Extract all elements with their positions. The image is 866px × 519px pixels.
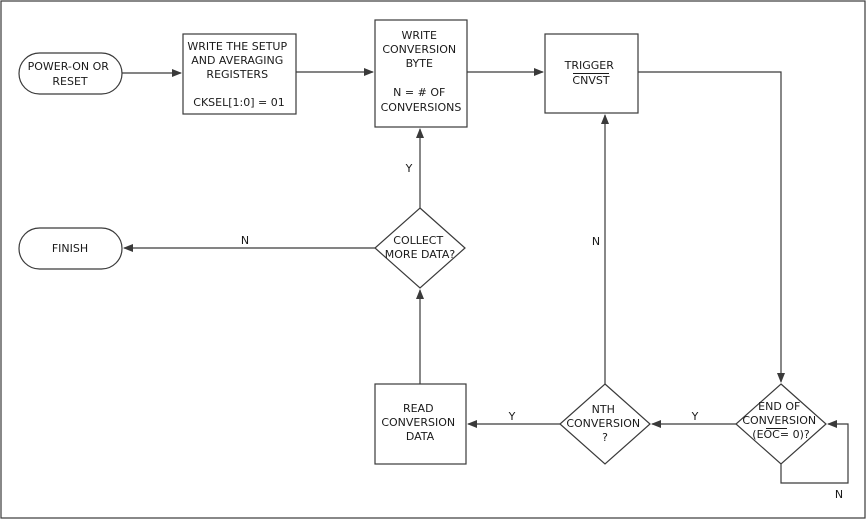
trigger-label: TRIGGER CNVST xyxy=(564,59,618,87)
write-conversion-line-5: N = # OF xyxy=(393,86,445,99)
trigger-line-2: CNVST xyxy=(572,74,609,87)
finish-terminal: FINISH xyxy=(18,227,123,270)
nth-conversion-decision: NTH CONVERSION ? xyxy=(559,383,651,465)
end-of-conversion-line-2: CONVERSION xyxy=(742,414,816,427)
trigger-box: TRIGGER CNVST xyxy=(544,33,639,114)
collect-more-label: COLLECT MORE DATA? xyxy=(385,234,456,261)
collect-more-decision: COLLECT MORE DATA? xyxy=(374,207,466,289)
edge-eoc-no-loop xyxy=(780,420,849,484)
collect-no-label: N xyxy=(241,234,249,247)
nth-conversion-line-1: NTH xyxy=(592,403,615,416)
write-setup-line-1: WRITE THE SETUP xyxy=(187,40,287,53)
nth-yes-label: Y xyxy=(508,410,516,423)
read-data-line-2: CONVERSION xyxy=(381,416,455,429)
write-conversion-label: WRITE CONVERSION BYTE N = # OF CONVERSIO… xyxy=(381,29,462,114)
end-of-conversion-line-3: (EOC= 0)? xyxy=(752,428,810,441)
finish-line-1: FINISH xyxy=(52,242,88,255)
nth-conversion-line-3: ? xyxy=(602,431,608,444)
eoc-yes-label: Y xyxy=(691,410,699,423)
write-conversion-line-1: WRITE xyxy=(402,29,437,42)
nth-conversion-line-2: CONVERSION xyxy=(566,417,640,430)
read-data-label: READ CONVERSION DATA xyxy=(381,402,458,443)
power-on-line-1: POWER-ON OR xyxy=(28,60,110,73)
power-on-terminal: POWER-ON OR RESET xyxy=(18,52,123,95)
trigger-line-1: TRIGGER xyxy=(564,59,615,72)
collect-more-line-1: COLLECT xyxy=(393,234,443,247)
power-on-line-2: RESET xyxy=(52,75,88,88)
collect-yes-label: Y xyxy=(405,162,413,175)
end-of-conversion-label: END OF CONVERSION (EOC= 0)? xyxy=(742,400,819,441)
write-setup-line-2: AND AVERAGING xyxy=(191,54,283,67)
end-of-conversion-line-1: END OF xyxy=(758,400,800,413)
write-conversion-line-3: BYTE xyxy=(406,57,433,70)
write-conversion-line-2: CONVERSION xyxy=(382,43,456,56)
nth-no-label: N xyxy=(592,235,600,248)
power-on-label: POWER-ON OR RESET xyxy=(28,60,113,88)
end-of-conversion-decision: END OF CONVERSION (EOC= 0)? xyxy=(735,383,827,465)
finish-label: FINISH xyxy=(52,242,88,255)
edge-trigger-to-eoc xyxy=(638,71,785,383)
write-setup-line-3: REGISTERS xyxy=(206,68,268,81)
write-setup-box: WRITE THE SETUP AND AVERAGING REGISTERS … xyxy=(182,33,297,115)
collect-more-line-2: MORE DATA? xyxy=(385,248,456,261)
write-conversion-line-6: CONVERSIONS xyxy=(381,101,462,114)
write-conversion-box: WRITE CONVERSION BYTE N = # OF CONVERSIO… xyxy=(374,19,468,128)
read-data-line-3: DATA xyxy=(406,430,435,443)
read-data-box: READ CONVERSION DATA xyxy=(374,383,467,465)
write-setup-label: WRITE THE SETUP AND AVERAGING REGISTERS … xyxy=(187,40,290,109)
nth-conversion-label: NTH CONVERSION ? xyxy=(566,403,643,444)
write-setup-line-5: CKSEL[1:0] = 01 xyxy=(193,96,284,109)
eoc-no-label: N xyxy=(835,488,843,501)
read-data-line-1: READ xyxy=(403,402,434,415)
